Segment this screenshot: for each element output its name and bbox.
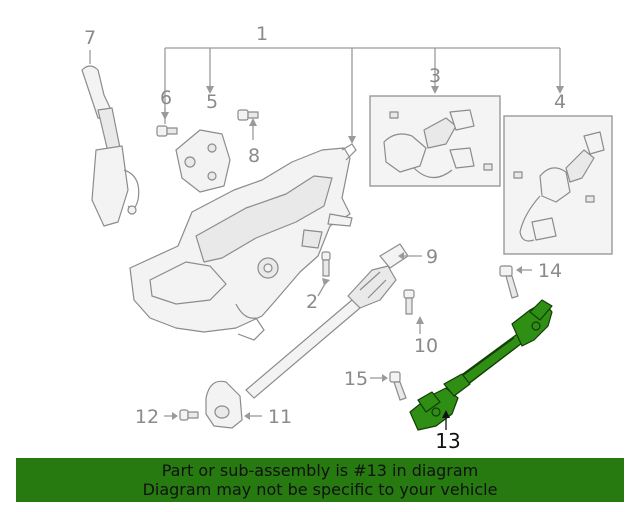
callout-label-9[interactable]: 9 (426, 246, 438, 268)
callout-label-14[interactable]: 14 (538, 260, 562, 282)
part-8-bolt[interactable] (237, 109, 259, 140)
callout-label-11[interactable]: 11 (268, 406, 292, 428)
arrowhead-icon (322, 278, 330, 286)
callout-label-15[interactable]: 15 (344, 368, 368, 390)
part-3-switch-assembly-box[interactable] (369, 95, 501, 187)
arrowhead-icon (244, 412, 250, 420)
part-13-intermediate-shaft-highlighted[interactable] (409, 299, 553, 431)
part-9-upper-shaft[interactable] (245, 243, 422, 399)
callout-label-7[interactable]: 7 (84, 27, 96, 49)
arrowhead-icon (206, 86, 214, 94)
part-2-bolt[interactable] (317, 251, 331, 297)
arrowhead-icon (382, 374, 388, 382)
arrowhead-icon (442, 410, 450, 418)
callout-label-8[interactable]: 8 (248, 145, 260, 167)
part-10-bolt[interactable] (403, 289, 424, 334)
callout-label-13[interactable]: 13 (435, 429, 460, 453)
arrowhead-icon (416, 316, 424, 324)
arrowhead-icon (249, 118, 257, 126)
part-info-banner: Part or sub-assembly is #13 in diagram D… (16, 458, 624, 502)
arrowhead-icon (172, 412, 178, 420)
arrowhead-icon (431, 86, 439, 94)
arrowhead-icon (348, 136, 356, 144)
part-5-bracket[interactable] (175, 129, 231, 193)
arrowhead-icon (398, 252, 404, 260)
part-6-bolt[interactable] (156, 108, 178, 137)
arrowhead-icon (556, 86, 564, 94)
callout-label-2[interactable]: 2 (306, 291, 318, 313)
callout-label-6[interactable]: 6 (160, 87, 172, 109)
banner-line-part: Part or sub-assembly is #13 in diagram (161, 461, 479, 480)
part-4-sensor-assembly-box[interactable] (503, 115, 613, 255)
callout-label-10[interactable]: 10 (414, 335, 438, 357)
callout-label-4[interactable]: 4 (554, 91, 566, 113)
part-15-bolt[interactable] (370, 371, 407, 401)
arrowhead-icon (516, 266, 522, 274)
callout-label-1[interactable]: 1 (256, 23, 268, 45)
part-12-bolt[interactable] (164, 409, 199, 421)
part-11-boot[interactable] (205, 380, 262, 429)
part-1-steering-column[interactable] (129, 143, 357, 341)
callout-label-3[interactable]: 3 (429, 65, 441, 87)
callout-label-12[interactable]: 12 (135, 406, 159, 428)
callout-label-5[interactable]: 5 (206, 91, 218, 113)
banner-line-disclaimer: Diagram may not be specific to your vehi… (142, 480, 498, 499)
part-7-lever-switch[interactable] (81, 50, 140, 227)
part-14-bolt[interactable] (499, 265, 532, 299)
